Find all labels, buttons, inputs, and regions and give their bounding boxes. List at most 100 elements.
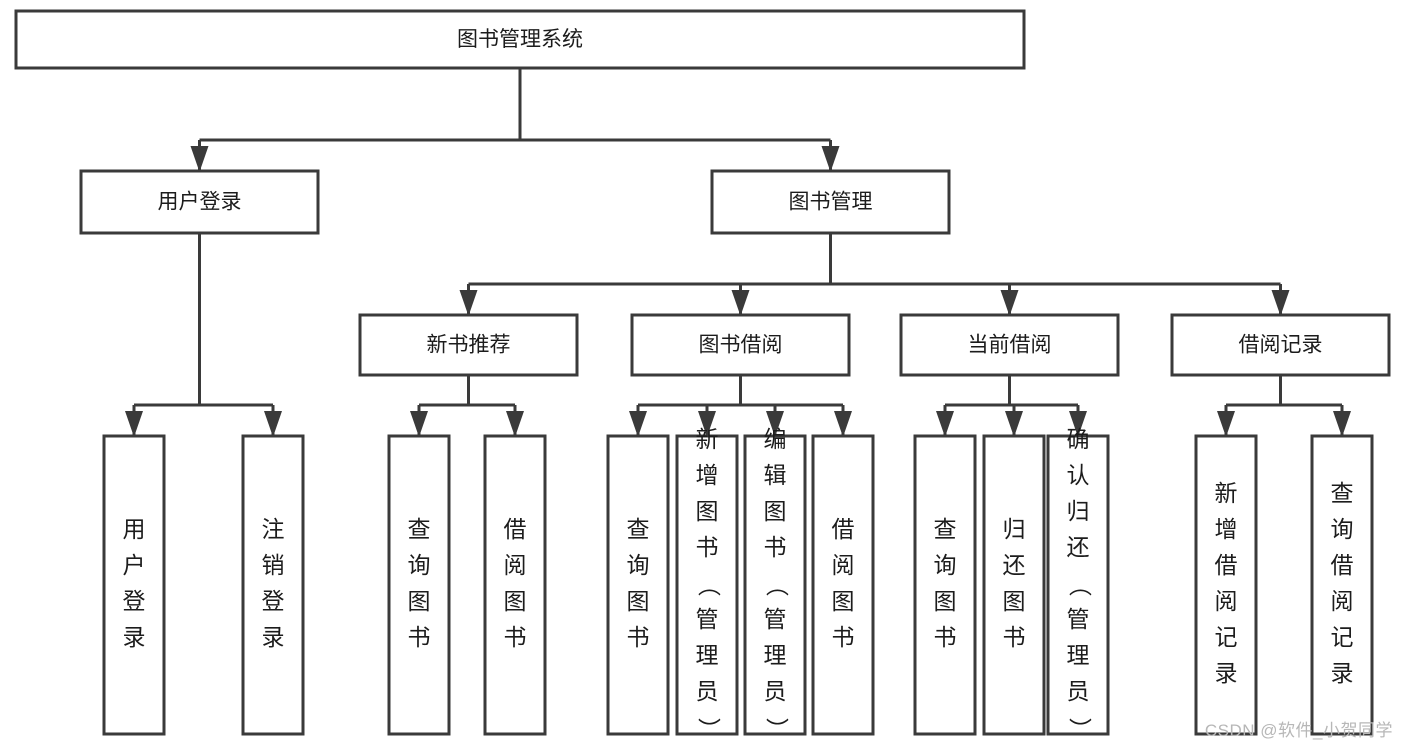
arrow-head-icon xyxy=(1069,411,1087,437)
node-label-char: 阅 xyxy=(504,552,527,578)
node-label-char: 新 xyxy=(1215,480,1238,506)
node-bookmgmt[interactable]: 图书管理 xyxy=(710,169,951,235)
node-box xyxy=(899,313,1120,377)
node-label-char: 归 xyxy=(1003,516,1026,542)
connector-group-login xyxy=(125,233,282,437)
connector-group-borrow xyxy=(629,375,852,437)
node-box xyxy=(1046,434,1110,736)
arrow-head-icon xyxy=(459,290,478,316)
node-label-char: 销 xyxy=(262,552,285,578)
node-box xyxy=(1310,434,1374,736)
node-label-char: 录 xyxy=(1331,660,1354,686)
arrow-head-icon xyxy=(698,411,716,437)
node-label-char: 理 xyxy=(764,642,787,668)
node-label: 图书管理 xyxy=(789,191,873,214)
node-l-queryrec[interactable]: 查询借阅记录查询借阅记录 xyxy=(1310,434,1374,736)
node-label-char: 还 xyxy=(1003,552,1026,578)
node-label: 图书借阅 xyxy=(699,334,783,357)
arrow-head-icon xyxy=(125,411,143,437)
node-label-char: 书 xyxy=(696,534,719,560)
node-l-logout[interactable]: 注销登录注销登录 xyxy=(241,434,305,736)
node-label-char: 录 xyxy=(1215,660,1238,686)
node-label-char: 书 xyxy=(408,624,431,650)
node-box xyxy=(387,434,451,736)
node-l-borrow1[interactable]: 借阅图书借阅图书 xyxy=(483,434,547,736)
node-root[interactable]: 图书管理系统 xyxy=(14,9,1026,70)
node-newbook[interactable]: 新书推荐 xyxy=(358,313,579,377)
connector-group-records xyxy=(1217,375,1351,437)
node-label-char: 还 xyxy=(1067,534,1090,560)
node-label-char: 询 xyxy=(627,552,650,578)
node-label-char: 图 xyxy=(1003,588,1026,614)
node-label: 当前借阅 xyxy=(968,334,1052,357)
node-l-login[interactable]: 用户登录用户登录 xyxy=(102,434,166,736)
node-box xyxy=(358,313,579,377)
node-l-borrow2[interactable]: 借阅图书借阅图书 xyxy=(811,434,875,736)
node-label-char: 登 xyxy=(123,588,146,614)
node-box xyxy=(811,434,875,736)
node-label-char: 借 xyxy=(1215,552,1238,578)
node-label-char: ） xyxy=(1067,718,1093,741)
node-box xyxy=(630,313,851,377)
node-label-char: 认 xyxy=(1067,462,1090,488)
node-label-char: 查 xyxy=(408,516,431,542)
node-box xyxy=(743,434,807,736)
node-label-char: 登 xyxy=(262,588,285,614)
arrow-head-icon xyxy=(936,411,954,437)
arrow-head-icon xyxy=(1271,290,1290,316)
connector-group-root xyxy=(190,68,840,172)
node-label: 图书管理系统 xyxy=(457,28,583,51)
node-label-char: 询 xyxy=(934,552,957,578)
node-layer: 图书管理系统用户登录图书管理新书推荐图书借阅当前借阅借阅记录用户登录用户登录注销… xyxy=(14,9,1391,741)
node-l-return[interactable]: 归还图书归还图书 xyxy=(982,434,1046,736)
node-label-char: 询 xyxy=(1331,516,1354,542)
node-label-char: 查 xyxy=(627,516,650,542)
node-label-char: 理 xyxy=(696,642,719,668)
node-label-char: 图 xyxy=(696,498,719,524)
node-current[interactable]: 当前借阅 xyxy=(899,313,1120,377)
node-label-char: 书 xyxy=(504,624,527,650)
node-label-char: 图 xyxy=(934,588,957,614)
arrow-head-icon xyxy=(766,411,784,437)
node-label: 新书推荐 xyxy=(427,334,511,357)
node-label-char: ） xyxy=(764,718,790,741)
node-label-char: ） xyxy=(696,718,722,741)
node-label-char: 增 xyxy=(1215,516,1238,542)
connector-group-current xyxy=(936,375,1087,437)
node-label-char: 户 xyxy=(123,552,146,578)
node-label-char: 图 xyxy=(408,588,431,614)
node-box xyxy=(913,434,977,736)
node-l-query1[interactable]: 查询图书查询图书 xyxy=(387,434,451,736)
node-l-query3[interactable]: 查询图书查询图书 xyxy=(913,434,977,736)
node-label-char: 理 xyxy=(1067,642,1090,668)
node-label: 借阅记录 xyxy=(1239,334,1323,357)
node-label-char: （ xyxy=(764,574,790,597)
node-label-char: 记 xyxy=(1331,624,1354,650)
node-label-char: 书 xyxy=(627,624,650,650)
node-label-char: 图 xyxy=(627,588,650,614)
arrow-head-icon xyxy=(629,411,647,437)
arrow-head-icon xyxy=(506,411,524,437)
node-label-char: （ xyxy=(696,574,722,597)
node-label-char: 员 xyxy=(696,678,719,704)
node-label: 用户登录 xyxy=(158,191,242,214)
node-box xyxy=(79,169,320,235)
node-label-char: 用 xyxy=(123,516,146,542)
node-box xyxy=(14,9,1026,70)
arrow-head-icon xyxy=(1005,411,1023,437)
node-login[interactable]: 用户登录 xyxy=(79,169,320,235)
node-box xyxy=(1194,434,1258,736)
node-label-char: 注 xyxy=(262,516,285,542)
node-box xyxy=(241,434,305,736)
node-borrow[interactable]: 图书借阅 xyxy=(630,313,851,377)
node-label-char: 录 xyxy=(123,624,146,650)
node-l-query2[interactable]: 查询图书查询图书 xyxy=(606,434,670,736)
node-records[interactable]: 借阅记录 xyxy=(1170,313,1391,377)
node-label-char: 借 xyxy=(504,516,527,542)
node-l-addrec[interactable]: 新增借阅记录新增借阅记录 xyxy=(1194,434,1258,736)
arrow-head-icon xyxy=(821,146,840,172)
